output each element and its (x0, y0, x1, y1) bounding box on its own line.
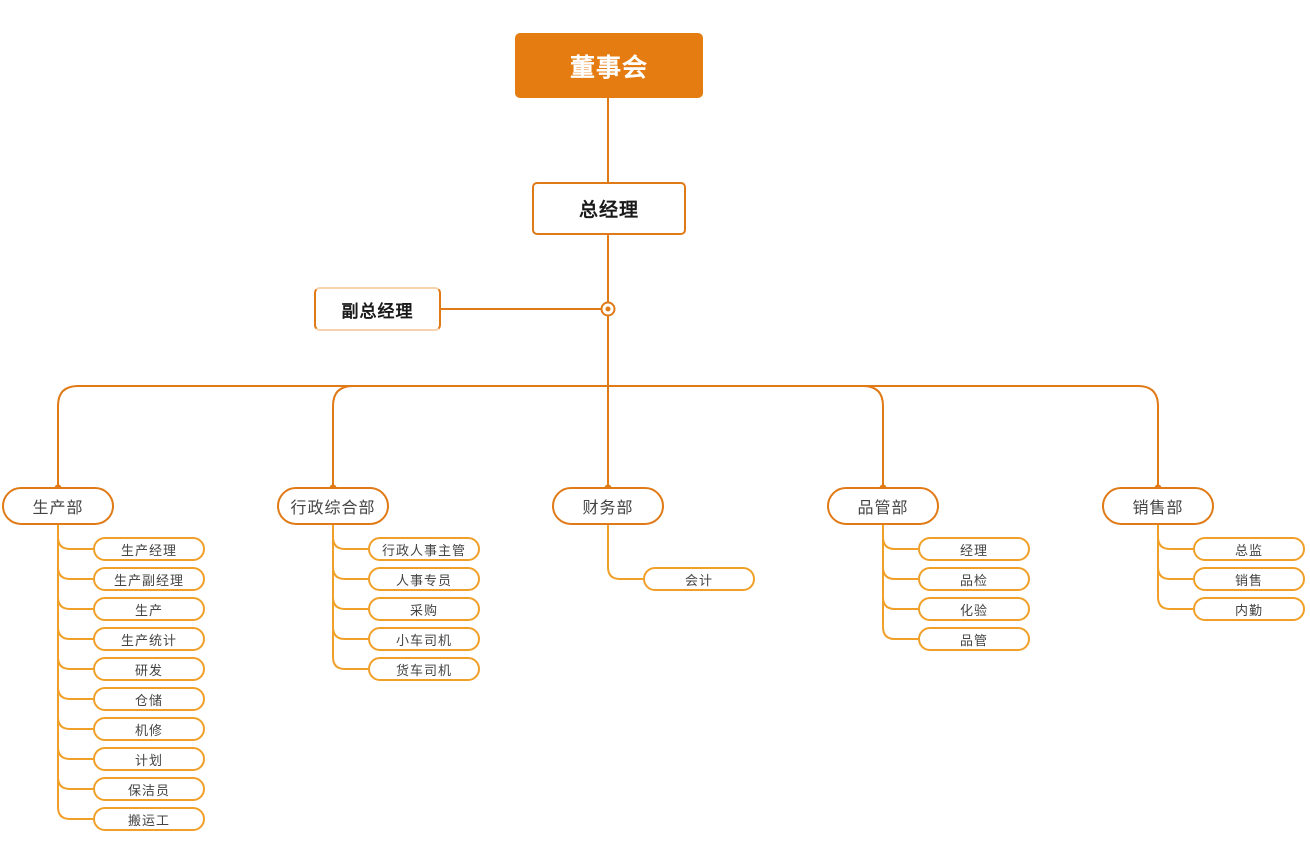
position-node: 生产副经理 (93, 567, 205, 591)
child-connector (57, 679, 93, 700)
deputy-general-manager-node: 副总经理 (314, 287, 441, 331)
general-manager-node: 总经理 (532, 182, 686, 235)
position-node: 小车司机 (368, 627, 480, 651)
child-connector (57, 739, 93, 760)
child-connector (882, 619, 918, 640)
position-node: 机修 (93, 717, 205, 741)
board-of-directors-node: 董事会 (515, 33, 703, 98)
position-node: 研发 (93, 657, 205, 681)
position-node: 销售 (1193, 567, 1305, 591)
child-connector (57, 709, 93, 730)
position-node: 保洁员 (93, 777, 205, 801)
child-connector (332, 619, 368, 640)
child-connector (57, 799, 93, 820)
position-node: 内勤 (1193, 597, 1305, 621)
position-node: 搬运工 (93, 807, 205, 831)
position-node: 品管 (918, 627, 1030, 651)
department-node: 行政综合部 (277, 487, 389, 525)
child-connector (607, 559, 643, 580)
position-node: 仓储 (93, 687, 205, 711)
department-drop-connector (862, 385, 884, 487)
child-connector (57, 529, 93, 550)
position-node: 行政人事主管 (368, 537, 480, 561)
position-node: 采购 (368, 597, 480, 621)
child-connector (332, 649, 368, 670)
department-node: 品管部 (827, 487, 939, 525)
position-node: 生产统计 (93, 627, 205, 651)
department-node: 销售部 (1102, 487, 1214, 525)
position-node: 总监 (1193, 537, 1305, 561)
child-connector (1157, 559, 1193, 580)
department-node: 生产部 (2, 487, 114, 525)
child-connector (57, 589, 93, 610)
position-node: 货车司机 (368, 657, 480, 681)
position-node: 人事专员 (368, 567, 480, 591)
child-connector (1157, 589, 1193, 610)
child-connector (882, 559, 918, 580)
junction-dot (605, 306, 611, 312)
child-connector (57, 769, 93, 790)
position-node: 品检 (918, 567, 1030, 591)
child-connector (57, 559, 93, 580)
department-node: 财务部 (552, 487, 664, 525)
position-node: 经理 (918, 537, 1030, 561)
child-connector (882, 589, 918, 610)
position-node: 会计 (643, 567, 755, 591)
child-connector (57, 619, 93, 640)
position-node: 生产 (93, 597, 205, 621)
child-connector (332, 529, 368, 550)
position-node: 生产经理 (93, 537, 205, 561)
position-node: 化验 (918, 597, 1030, 621)
child-connector (882, 529, 918, 550)
child-connector (332, 559, 368, 580)
child-connector (332, 589, 368, 610)
department-drop-connector (332, 385, 354, 487)
child-connector (57, 649, 93, 670)
position-node: 计划 (93, 747, 205, 771)
department-bus-connector (57, 385, 1159, 487)
child-connector (1157, 529, 1193, 550)
